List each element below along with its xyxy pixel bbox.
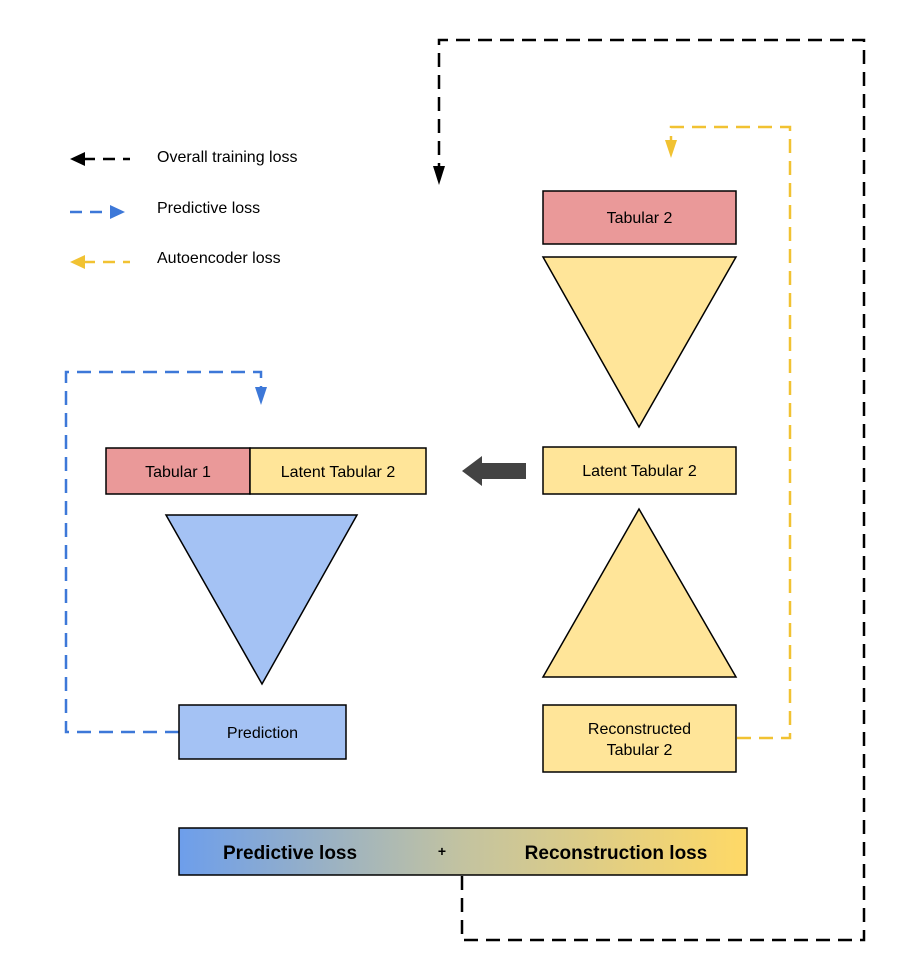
overall-loss-loop bbox=[433, 38, 866, 942]
reconstructed-tabular-2-box bbox=[542, 704, 737, 773]
reconstruction-loss-bar-label: Reconstruction loss bbox=[525, 843, 708, 864]
predictive-loss-path bbox=[64, 370, 263, 734]
plus-sign: + bbox=[438, 843, 446, 859]
legend-label-autoencoder: Autoencoder loss bbox=[157, 250, 281, 267]
arrow-left-icon bbox=[70, 152, 85, 166]
legend: Overall training loss Predictive loss Au… bbox=[70, 149, 298, 269]
arrow-left-icon bbox=[462, 456, 526, 486]
legend-label-predictive: Predictive loss bbox=[157, 200, 260, 217]
arrow-down-icon bbox=[255, 387, 267, 405]
tabular-2-box bbox=[542, 190, 737, 245]
predictor: Tabular 1 Latent Tabular 2 Prediction bbox=[105, 447, 427, 760]
predictive-loss-bar-label: Predictive loss bbox=[223, 843, 357, 864]
legend-item-overall: Overall training loss bbox=[70, 149, 298, 166]
tabular-1-box bbox=[105, 447, 251, 495]
autoencoder: Tabular 2 Latent Tabular 2 Reconstructed… bbox=[541, 190, 738, 773]
legend-label-overall: Overall training loss bbox=[157, 149, 298, 166]
overall-loss-path bbox=[437, 38, 866, 942]
legend-item-predictive: Predictive loss bbox=[70, 200, 260, 219]
latent-tabular-2-input-box bbox=[249, 447, 427, 495]
latent-tabular-2-input-label: Latent Tabular 2 bbox=[281, 464, 396, 481]
tabular-1-label: Tabular 1 bbox=[145, 464, 211, 481]
predictor-triangle bbox=[164, 514, 359, 686]
autoencoder-loss-loop bbox=[665, 125, 792, 740]
tabular-2-label: Tabular 2 bbox=[607, 210, 673, 227]
predictive-loss-loop bbox=[64, 370, 267, 734]
loss-bar-box bbox=[178, 827, 748, 876]
arrow-down-icon bbox=[665, 140, 677, 158]
latent-tabular-2-label: Latent Tabular 2 bbox=[582, 463, 697, 480]
reconstructed-label-line1: Reconstructed bbox=[588, 721, 691, 738]
legend-item-autoencoder: Autoencoder loss bbox=[70, 250, 281, 269]
encoder-triangle bbox=[541, 256, 738, 429]
arrow-right-icon bbox=[110, 205, 125, 219]
reconstructed-label-line2: Tabular 2 bbox=[607, 742, 673, 759]
prediction-box bbox=[178, 704, 347, 760]
loss-bar: Predictive loss + Reconstruction loss bbox=[178, 827, 748, 876]
autoencoder-loss-path bbox=[669, 125, 792, 740]
decoder-triangle bbox=[541, 507, 738, 678]
arrow-left-icon bbox=[70, 255, 85, 269]
prediction-label: Prediction bbox=[227, 725, 298, 742]
latent-tabular-2-box bbox=[542, 446, 737, 495]
arrow-down-icon bbox=[433, 166, 445, 185]
